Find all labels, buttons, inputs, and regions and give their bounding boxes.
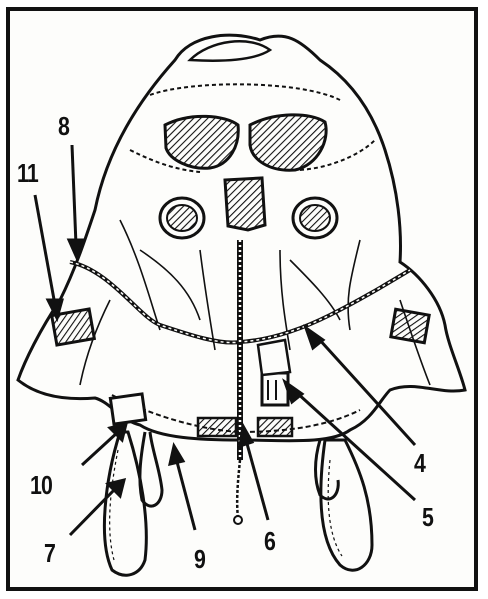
strap-tab — [258, 340, 290, 375]
callout-9: 9 — [194, 546, 205, 572]
zipper-pull-knob — [234, 516, 242, 524]
left-filter-center — [167, 205, 197, 231]
zipper-pull-cord — [237, 460, 240, 518]
callout-5: 5 — [422, 504, 433, 530]
left-eye-lens — [165, 116, 238, 168]
callout-7: 7 — [44, 540, 55, 566]
callout-4: 4 — [414, 450, 425, 476]
right-shoulder-patch — [391, 309, 429, 342]
voicemitter — [225, 178, 265, 230]
callout-6: 6 — [264, 528, 275, 554]
right-filter-center — [300, 205, 330, 231]
callout-11: 11 — [17, 160, 38, 186]
callout-10: 10 — [30, 472, 52, 498]
right-underarm-loop — [321, 440, 372, 570]
callout-8: 8 — [58, 113, 69, 139]
front-fastener-left — [198, 418, 236, 436]
side-tab — [110, 394, 145, 424]
front-fastener-right — [258, 418, 292, 436]
